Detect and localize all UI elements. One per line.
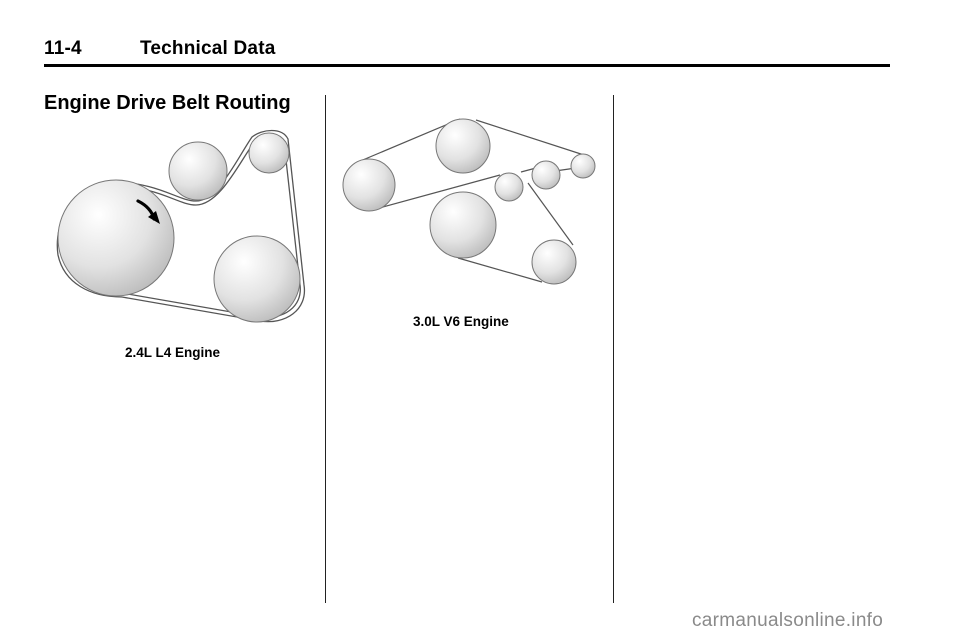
idler-pulley [494,172,524,202]
section-title: Engine Drive Belt Routing [44,92,291,114]
belt-routing-diagram-v6 [342,118,596,285]
water-pump-pulley [429,191,497,259]
diagram-caption-v6: 3.0L V6 Engine [413,314,509,329]
chapter-title: Technical Data [140,38,276,59]
column-divider-left [325,95,326,603]
diagram-caption-l4: 2.4L L4 Engine [125,345,221,360]
belt-routing-diagram-l4 [56,129,306,323]
alternator-pulley [213,235,301,323]
crankshaft-pulley [57,179,175,297]
alternator-pulley [531,239,577,285]
page-number: 11-4 [44,38,82,59]
tensioner-pulley [531,160,561,190]
page-header: 11-4 Technical Data [44,38,276,60]
power-steering-pulley [435,118,491,174]
tensioner-pulley [248,132,290,174]
idler-pulley [168,141,228,201]
rotation-arrow-icon [136,199,160,224]
small-idler-pulley [570,153,596,179]
column-divider-right [613,95,614,603]
crankshaft-pulley [342,158,396,212]
header-rule [44,64,890,67]
watermark: carmanualsonline.info [692,610,884,631]
